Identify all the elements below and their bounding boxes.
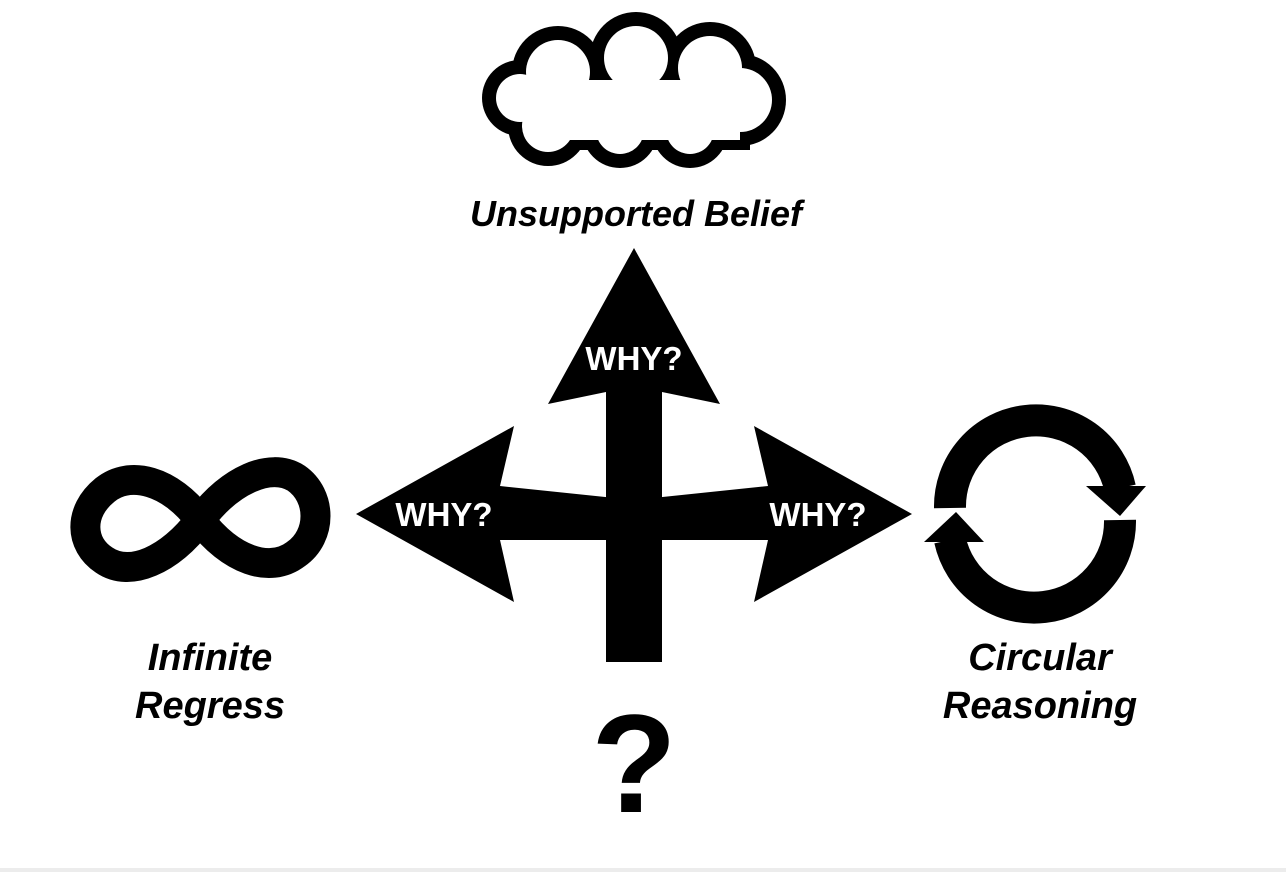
cloud-icon	[482, 12, 786, 168]
up-arrow-shape	[548, 248, 720, 650]
up-arrow-label: WHY?	[585, 340, 682, 377]
left-arrow-label: WHY?	[395, 496, 492, 533]
right-arrow-shape	[634, 426, 912, 602]
three-way-arrow-icon	[356, 248, 912, 662]
right-arrow-label: WHY?	[769, 496, 866, 533]
infinite-regress-label-line1: Infinite	[148, 637, 273, 679]
question-mark: ?	[591, 685, 677, 842]
infinite-regress-label-line2: Regress	[135, 685, 285, 727]
bottom-divider	[0, 868, 1286, 872]
circular-arrows-icon	[924, 404, 1146, 624]
circular-reasoning-label-line2: Reasoning	[943, 685, 1137, 727]
circular-reasoning-label-line1: Circular	[968, 637, 1114, 679]
unsupported-belief-label: Unsupported Belief	[470, 193, 805, 234]
infinity-icon	[70, 457, 331, 582]
left-arrow-shape	[356, 426, 634, 602]
